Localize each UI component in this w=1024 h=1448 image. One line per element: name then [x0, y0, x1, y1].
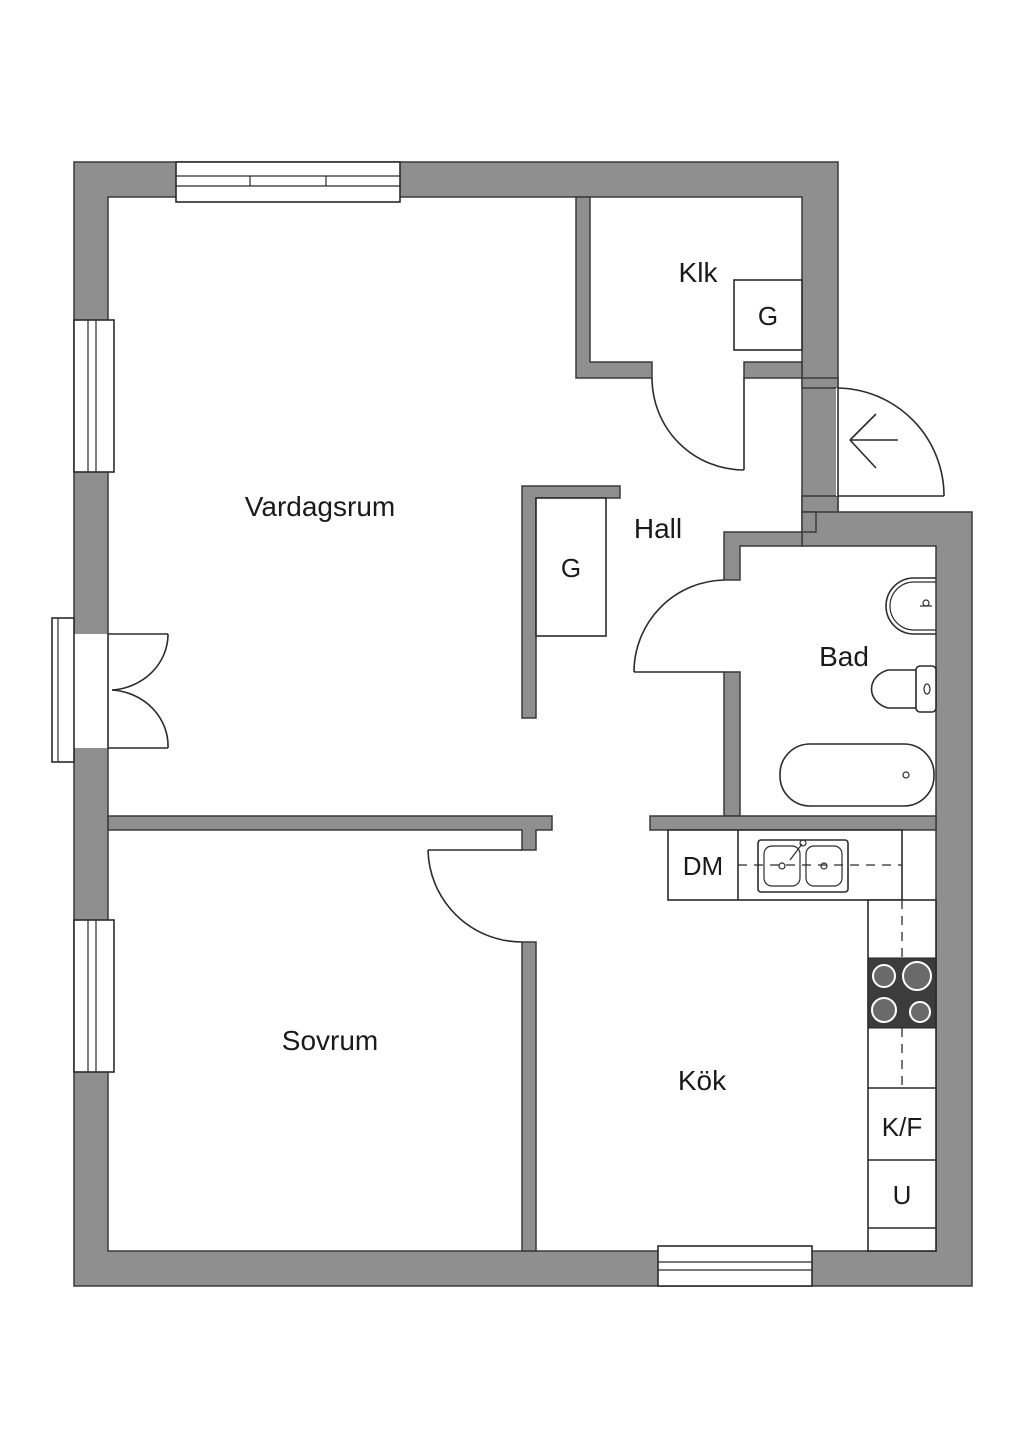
room-label-sovrum: Sovrum — [282, 1025, 378, 1056]
balcony-door — [51, 617, 169, 763]
room-label-bad: Bad — [819, 641, 869, 672]
room-labels: Vardagsrum Klk Hall Bad Sovrum Kök — [245, 257, 869, 1096]
windows — [73, 161, 813, 1287]
entrance-arrow-icon — [849, 413, 898, 469]
hall-wardrobe-label: G — [561, 553, 581, 583]
dishwasher-label: DM — [683, 851, 723, 881]
fridge-freezer-label: K/F — [882, 1112, 922, 1142]
stove-icon — [867, 957, 937, 1029]
kitchen-fixtures: DM K/F U — [667, 829, 937, 1252]
klk-wardrobe: G — [733, 279, 803, 351]
entrance-door — [836, 387, 945, 497]
hall-wardrobe: G — [535, 497, 607, 637]
room-label-hall: Hall — [634, 513, 682, 544]
room-label-klk: Klk — [679, 257, 719, 288]
room-label-kok: Kök — [678, 1065, 727, 1096]
interior-doors — [427, 377, 745, 943]
room-label-vardagsrum: Vardagsrum — [245, 491, 395, 522]
klk-wardrobe-label: G — [758, 301, 778, 331]
exterior-walls — [73, 161, 973, 1287]
bathroom-fixtures — [779, 577, 937, 807]
kitchen-sink-icon — [757, 839, 849, 893]
oven-label: U — [893, 1180, 912, 1210]
